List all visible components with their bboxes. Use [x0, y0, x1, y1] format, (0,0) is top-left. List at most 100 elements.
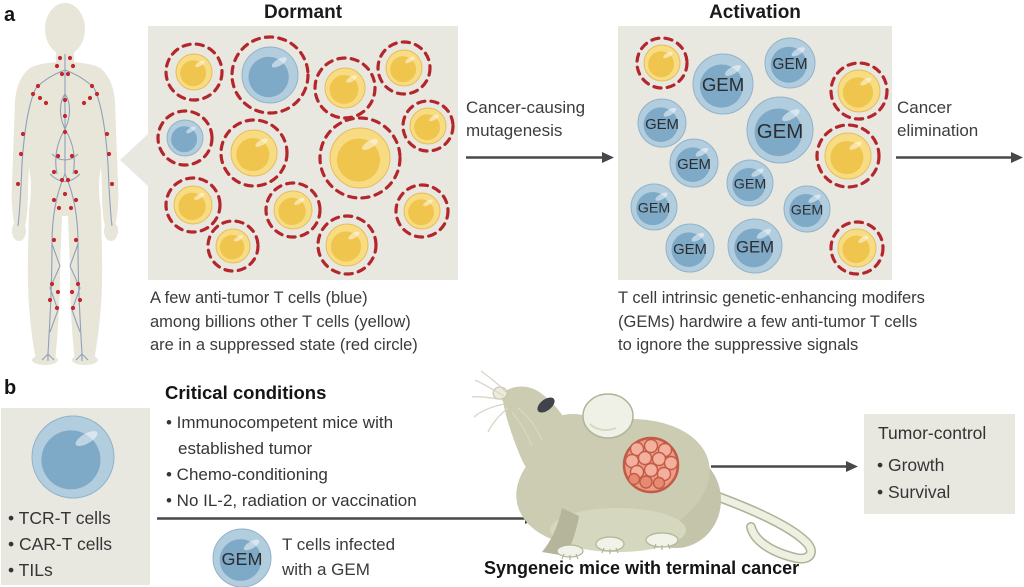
- gem-cell-label: GEM: [638, 201, 670, 217]
- gem-cell-label: GEM: [791, 203, 823, 219]
- gem-note: T cells infected with a GEM: [282, 535, 396, 579]
- red-dashed-circle: [219, 118, 289, 188]
- red-dashed-circle: [156, 109, 214, 167]
- red-dashed-circle: [230, 35, 310, 115]
- list-item: • TILs: [8, 560, 53, 580]
- gem-cell-label: GEM: [673, 242, 707, 258]
- tumor-icon: [622, 436, 680, 494]
- blue-t-cell: [31, 415, 115, 499]
- callout-wedge: [120, 133, 149, 187]
- outcome-arrow: [711, 461, 858, 472]
- red-dashed-circle: [394, 183, 450, 239]
- gem-cell-label: GEM: [645, 117, 679, 133]
- dormant-cells-field: [156, 35, 455, 276]
- yellow-t-cell: [206, 219, 260, 273]
- list-item: • CAR-T cells: [8, 534, 113, 554]
- mouse-ear: [582, 393, 634, 439]
- arrow-head-icon: [846, 461, 858, 472]
- dormant-title: Dormant: [263, 2, 343, 23]
- elimination-arrow-label: Cancer elimination: [897, 98, 979, 140]
- mouse-caption: Syngeneic mice with terminal cancer: [484, 558, 800, 578]
- red-dashed-circle: [164, 42, 224, 102]
- red-dashed-circle: [829, 220, 885, 276]
- t-cell-icon: [31, 415, 115, 499]
- yellow-t-cell: [313, 56, 377, 120]
- red-dashed-circle: [313, 56, 377, 120]
- gem-cell: GEM: [665, 223, 715, 273]
- red-dashed-circle: [401, 99, 455, 153]
- yellow-t-cell: [164, 42, 224, 102]
- critical-conditions-list: • Immunocompetent mice with established …: [166, 410, 456, 514]
- dormant-caption: A few anti-tumor T cells (blue) among bi…: [150, 289, 418, 354]
- arrow-head-icon: [602, 152, 614, 163]
- yellow-t-cell: [829, 220, 885, 276]
- red-dashed-circle: [316, 214, 378, 276]
- red-dashed-circle: [164, 176, 222, 234]
- red-dashed-circle: [815, 123, 881, 189]
- list-item: • No IL-2, radiation or vaccination: [166, 491, 417, 510]
- arrow-head-icon: [1011, 152, 1023, 163]
- gem-cell: GEM: [783, 185, 831, 233]
- list-item: • Growth: [877, 455, 945, 475]
- yellow-t-cell: [401, 99, 455, 153]
- gem-cell: GEM: [727, 218, 783, 274]
- red-dashed-circle: [318, 116, 402, 200]
- tumor-control-title: Tumor-control: [878, 423, 987, 443]
- red-dashed-circle: [206, 219, 260, 273]
- gem-cell: GEM: [630, 183, 678, 231]
- mouse-figure: [471, 370, 816, 564]
- yellow-t-cell: [318, 116, 402, 200]
- blue-t-cell: [230, 35, 310, 115]
- mouse-front-leg: [542, 508, 579, 556]
- activation-title: Activation: [709, 2, 801, 23]
- lymph-nodes: [15, 55, 115, 311]
- tumor-control-box: Tumor-control • Growth • Survival: [864, 414, 1015, 514]
- critical-conditions-title: Critical conditions: [165, 382, 327, 403]
- gem-cell-label: GEM: [772, 56, 807, 73]
- gem-cell: GEM: [212, 528, 272, 587]
- t-cell-types-list: • TCR-T cells • CAR-T cells • TILs: [8, 505, 148, 583]
- t-cell-types-box: • TCR-T cells • CAR-T cells • TILs: [1, 408, 150, 585]
- gem-cell-label: GEM: [736, 237, 774, 256]
- list-item: • Survival: [877, 482, 951, 502]
- gem-cell: GEM: [726, 159, 774, 207]
- yellow-t-cell: [394, 183, 450, 239]
- mouse-whiskers: [471, 370, 543, 447]
- panel-a-label: a: [4, 4, 16, 26]
- red-dashed-circle: [376, 40, 432, 96]
- mouse-paws: [556, 532, 679, 560]
- yellow-t-cell: [829, 61, 889, 121]
- mouse-eye: [537, 397, 555, 413]
- list-item: • TCR-T cells: [8, 508, 111, 528]
- dormant-box: [148, 26, 458, 280]
- yellow-t-cell: [164, 176, 222, 234]
- gem-cell-label: GEM: [734, 177, 766, 193]
- yellow-t-cell: [815, 123, 881, 189]
- yellow-t-cell: [219, 118, 289, 188]
- red-dashed-circle: [635, 36, 689, 90]
- yellow-t-cell: [635, 36, 689, 90]
- list-item: • Chemo-conditioning: [166, 465, 328, 484]
- mutagenesis-arrow: [466, 152, 614, 163]
- yellow-t-cell: [264, 181, 322, 239]
- gem-cell: GEM: [692, 53, 754, 115]
- gem-cell-label: GEM: [222, 549, 263, 569]
- tumor-control-list: • Growth • Survival: [877, 452, 1007, 506]
- yellow-t-cell: [316, 214, 378, 276]
- list-item: • Immunocompetent mice with established …: [166, 413, 394, 458]
- activation-caption: T cell intrinsic genetic-enhancing modif…: [618, 289, 925, 354]
- blue-t-cell: [156, 109, 214, 167]
- lymph-vessels: [17, 54, 113, 361]
- human-lymphatic-figure: [11, 3, 119, 365]
- gem-cell: GEM: [764, 37, 816, 89]
- mouse-tail: [700, 487, 816, 564]
- gem-cell: GEM: [746, 96, 814, 164]
- gem-cell: GEM: [637, 98, 687, 148]
- red-dashed-circle: [264, 181, 322, 239]
- red-dashed-circle: [829, 61, 889, 121]
- gem-cell-label: GEM: [677, 157, 711, 173]
- panel-b-label: b: [4, 377, 17, 399]
